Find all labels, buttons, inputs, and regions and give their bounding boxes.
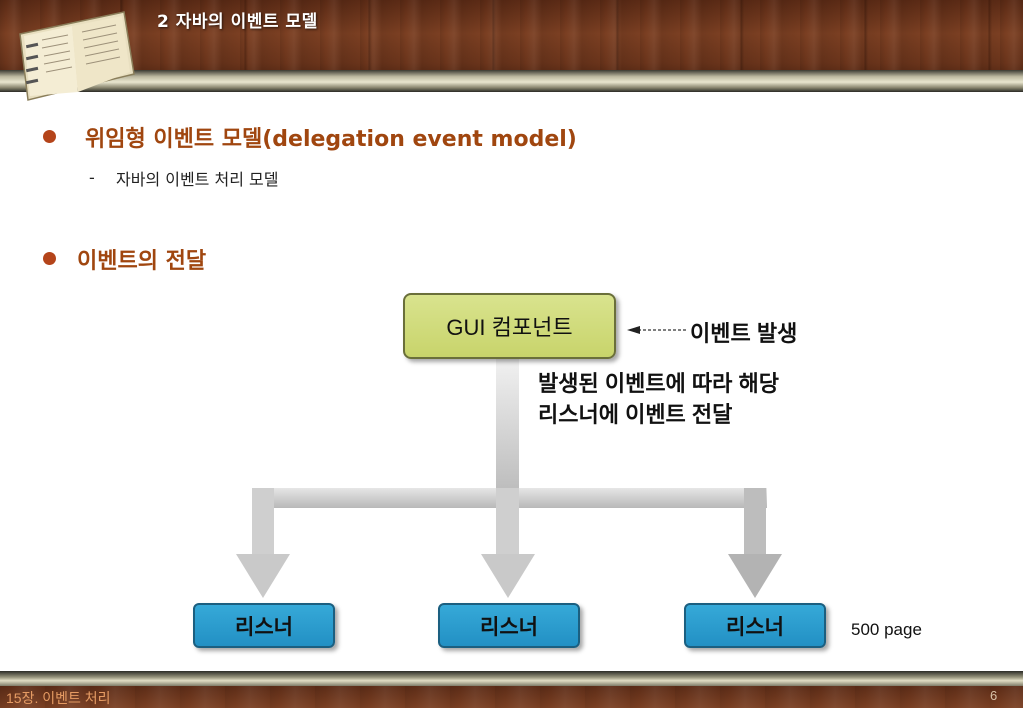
gui-component-box: GUI 컴포넌트 bbox=[403, 293, 616, 359]
description-line: 발생된 이벤트에 따라 해당 bbox=[538, 371, 779, 396]
footer-chapter: 15장. 이벤트 처리 bbox=[6, 690, 111, 706]
footer-page-number: 6 bbox=[990, 688, 998, 703]
header-divider bbox=[0, 70, 1023, 92]
footer-wood-band bbox=[0, 686, 1023, 708]
listener-box-1: 리스너 bbox=[193, 603, 335, 648]
slide-title: 2 자바의 이벤트 모델 bbox=[157, 12, 318, 32]
delivery-description: 발생된 이벤트에 따라 해당 리스너에 이벤트 전달 bbox=[538, 368, 779, 430]
footer-divider bbox=[0, 671, 1023, 687]
event-occurred-label: 이벤트 발생 bbox=[690, 321, 798, 346]
listener-box-2: 리스너 bbox=[438, 603, 580, 648]
bullet-heading-delegation: 위임형 이벤트 모델(delegation event model) bbox=[85, 127, 577, 152]
sub-bullet-dash: - bbox=[89, 168, 95, 187]
book-icon bbox=[19, 11, 135, 101]
arrow-head-center bbox=[481, 554, 535, 598]
arrow-head-left bbox=[236, 554, 290, 598]
listener-box-3: 리스너 bbox=[684, 603, 826, 648]
arrow-trunk bbox=[496, 357, 519, 490]
bullet-dot bbox=[43, 130, 56, 143]
sub-bullet-text: 자바의 이벤트 처리 모델 bbox=[116, 170, 279, 189]
page-reference: 500 page bbox=[851, 620, 922, 639]
arrow-head-right bbox=[728, 554, 782, 598]
bullet-heading-event-delivery: 이벤트의 전달 bbox=[77, 249, 207, 274]
description-line: 리스너에 이벤트 전달 bbox=[538, 402, 733, 427]
bullet-dot bbox=[43, 252, 56, 265]
